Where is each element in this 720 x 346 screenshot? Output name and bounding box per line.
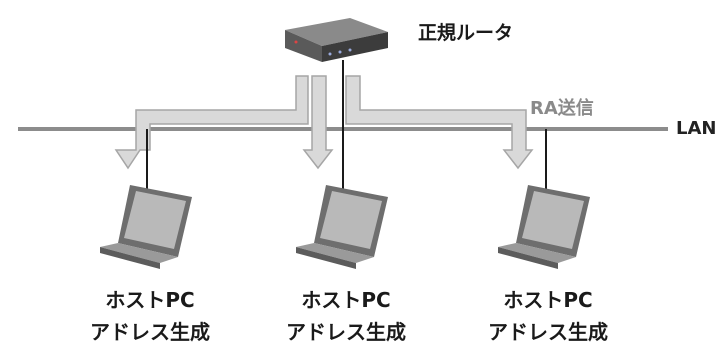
laptop-icon xyxy=(296,185,388,269)
router-icon xyxy=(285,18,388,62)
ra-label: RA送信 xyxy=(530,98,594,119)
host-2-name: ホストPC xyxy=(301,288,391,312)
lan-label: LAN xyxy=(676,118,717,139)
host-3-action: アドレス生成 xyxy=(488,320,608,344)
laptop-icon xyxy=(100,185,192,269)
host-1-name: ホストPC xyxy=(105,288,195,312)
ra-arrow-center xyxy=(302,75,334,170)
ra-arrows xyxy=(114,75,534,170)
laptop-icon xyxy=(498,185,590,269)
host-2-action: アドレス生成 xyxy=(286,320,406,344)
ra-arrow-right xyxy=(345,75,534,170)
router-label: 正規ルータ xyxy=(418,22,514,44)
ra-arrow-left xyxy=(114,75,309,170)
host-1-action: アドレス生成 xyxy=(90,320,210,344)
host-3-name: ホストPC xyxy=(503,288,593,312)
